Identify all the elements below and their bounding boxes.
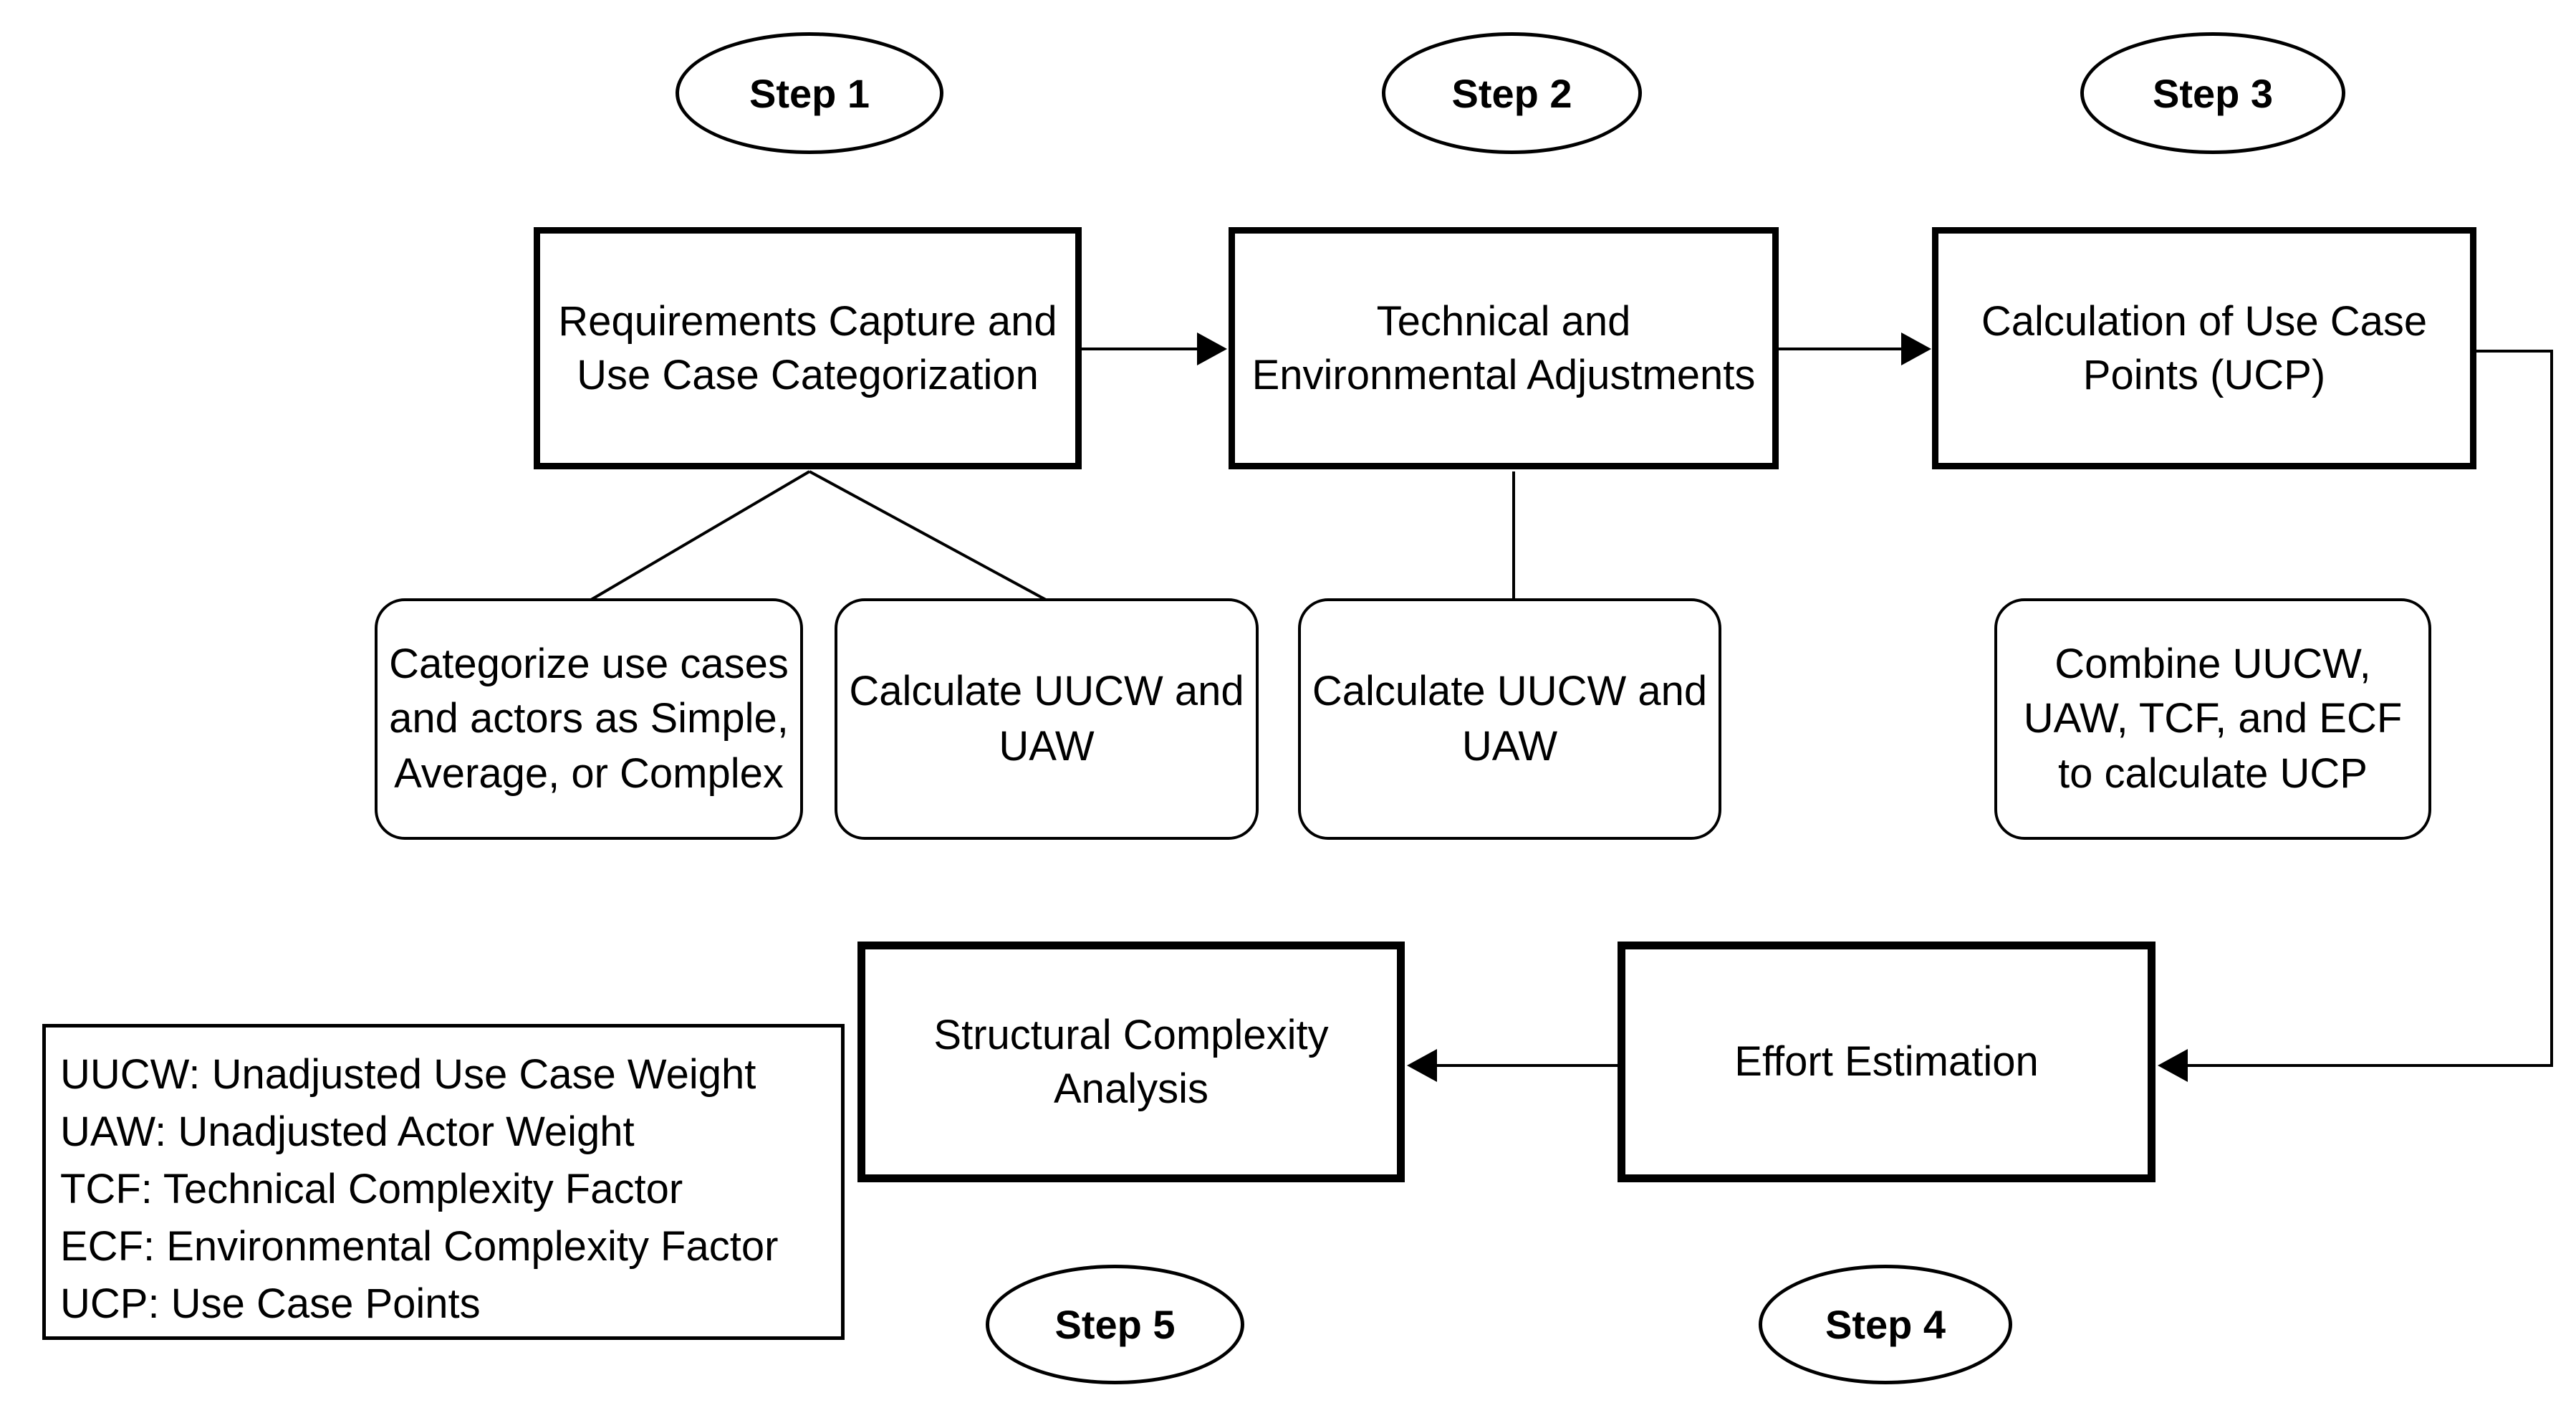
requirements-capture-line2: Use Case Categorization [577, 352, 1039, 398]
step-5-label: Step 5 [1054, 1302, 1176, 1347]
calculate-uucw-uaw-box-1: Calculate UUCW and UAW [835, 598, 1259, 840]
combine-line1: Combine UUCW, [2054, 640, 2371, 687]
arrowhead-structural [1407, 1049, 1437, 1082]
arrowhead-ucp [1901, 332, 1931, 365]
legend-line-ucp: UCP: Use Case Points [60, 1280, 481, 1328]
legend-line-ecf: ECF: Environmental Complexity Factor [60, 1223, 779, 1270]
ucp-calculation-line1: Calculation of Use Case [1981, 297, 2428, 345]
combine-ucp-box: Combine UUCW, UAW, TCF, and ECF to calcu… [1994, 598, 2431, 840]
step-3-ellipse: Step 3 [2080, 32, 2345, 154]
requirements-capture-line1: Requirements Capture and [558, 297, 1057, 345]
step-4-label: Step 4 [1825, 1302, 1946, 1347]
calc-uucw-1-line2: UAW [999, 722, 1095, 770]
combine-line3: to calculate UCP [2058, 749, 2368, 797]
legend-line-uaw: UAW: Unadjusted Actor Weight [60, 1108, 635, 1156]
connector-ucp-to-effort [2188, 350, 2553, 1067]
categorize-use-cases-box: Categorize use cases and actors as Simpl… [375, 598, 803, 840]
step-4-ellipse: Step 4 [1759, 1265, 2012, 1384]
effort-estimation-box: Effort Estimation [1618, 942, 2156, 1182]
step-2-ellipse: Step 2 [1382, 32, 1642, 154]
step-1-label: Step 1 [749, 70, 870, 116]
structural-complexity-box: Structural Complexity Analysis [857, 942, 1405, 1182]
calc-uucw-1-line1: Calculate UUCW and [849, 667, 1244, 714]
arrowhead-effort [2158, 1049, 2188, 1082]
calculate-uucw-uaw-box-2: Calculate UUCW and UAW [1298, 598, 1721, 840]
technical-adjustments-box: Technical and Environmental Adjustments [1229, 227, 1779, 469]
step-3-label: Step 3 [2152, 70, 2274, 116]
categorize-line2: and actors as Simple, [389, 695, 789, 742]
step-5-ellipse: Step 5 [986, 1265, 1244, 1384]
ucp-calculation-box: Calculation of Use Case Points (UCP) [1932, 227, 2476, 469]
technical-adjustments-line1: Technical and [1376, 297, 1631, 345]
effort-line1: Effort Estimation [1734, 1038, 2039, 1086]
abbreviation-legend-box: UUCW: Unadjusted Use Case Weight UAW: Un… [42, 1024, 845, 1340]
calc-uucw-2-line2: UAW [1461, 722, 1558, 770]
structural-line1: Structural Complexity [933, 1011, 1329, 1058]
structural-line2: Analysis [1054, 1065, 1208, 1112]
connector-requirements-to-calc1 [809, 470, 1047, 601]
calc-uucw-2-line1: Calculate UUCW and [1312, 667, 1708, 714]
requirements-capture-box: Requirements Capture and Use Case Catego… [534, 227, 1082, 469]
legend-line-tcf: TCF: Technical Complexity Factor [60, 1166, 683, 1213]
step-1-ellipse: Step 1 [676, 32, 943, 154]
connector-requirements-to-categorize [590, 470, 811, 601]
technical-adjustments-line2: Environmental Adjustments [1251, 352, 1756, 398]
combine-line2: UAW, TCF, and ECF [2023, 695, 2403, 742]
ucp-calculation-line2: Points (UCP) [2082, 352, 2326, 398]
categorize-line1: Categorize use cases [389, 640, 789, 687]
legend-line-uucw: UUCW: Unadjusted Use Case Weight [60, 1051, 756, 1098]
arrowhead-technical [1197, 332, 1227, 365]
categorize-line3: Average, or Complex [394, 749, 784, 797]
step-2-label: Step 2 [1451, 70, 1572, 116]
